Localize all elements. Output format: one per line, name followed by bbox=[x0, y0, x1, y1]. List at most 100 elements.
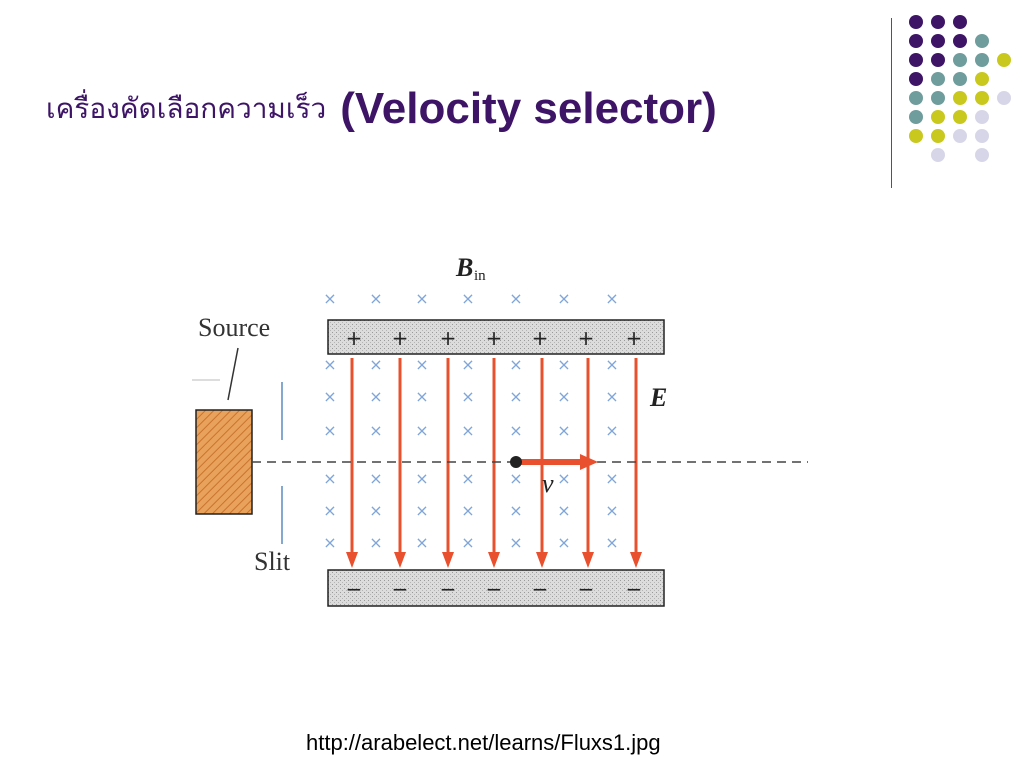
b-field-cross: × bbox=[323, 421, 336, 440]
decor-dot bbox=[975, 129, 989, 143]
b-field-cross: × bbox=[461, 469, 474, 488]
decor-dot bbox=[909, 91, 923, 105]
minus-sign: − bbox=[346, 577, 363, 601]
decor-dot bbox=[909, 53, 923, 67]
slide-title: เครื่องคัดเลือกความเร็ว(Velocity selecto… bbox=[46, 84, 717, 134]
b-field-cross: × bbox=[369, 387, 382, 406]
e-field-arrow-head bbox=[442, 552, 454, 568]
b-field-cross: × bbox=[605, 355, 618, 374]
b-field-cross: × bbox=[323, 387, 336, 406]
b-field-cross: × bbox=[461, 289, 474, 308]
decor-dot bbox=[975, 34, 989, 48]
b-field-cross: × bbox=[605, 501, 618, 520]
decor-dot bbox=[975, 148, 989, 162]
decor-dot bbox=[975, 53, 989, 67]
decor-dot bbox=[975, 91, 989, 105]
b-field-cross: × bbox=[605, 533, 618, 552]
plus-sign: + bbox=[626, 326, 643, 350]
minus-sign: − bbox=[578, 577, 595, 601]
decor-dot bbox=[953, 72, 967, 86]
decor-dot bbox=[909, 72, 923, 86]
electric-field-label: E bbox=[649, 383, 667, 412]
b-field-cross: × bbox=[323, 289, 336, 308]
decor-dot bbox=[975, 110, 989, 124]
b-field-cross: × bbox=[605, 289, 618, 308]
positive-plate bbox=[327, 319, 665, 355]
source-pointer-line bbox=[227, 347, 239, 401]
b-field-cross: × bbox=[369, 289, 382, 308]
decor-dot bbox=[931, 91, 945, 105]
plus-sign: + bbox=[392, 326, 409, 350]
plus-sign: + bbox=[578, 326, 595, 350]
minus-sign: − bbox=[440, 577, 457, 601]
decor-dot bbox=[953, 34, 967, 48]
decorative-dot-grid bbox=[909, 15, 1011, 162]
decor-dot bbox=[997, 91, 1011, 105]
b-field-cross: × bbox=[323, 533, 336, 552]
decor-dot bbox=[931, 148, 945, 162]
e-field-arrow-head bbox=[630, 552, 642, 568]
b-field-cross: × bbox=[415, 533, 428, 552]
decor-dot bbox=[953, 15, 967, 29]
b-field-cross: × bbox=[415, 387, 428, 406]
b-field-cross: × bbox=[461, 533, 474, 552]
b-field-cross: × bbox=[415, 355, 428, 374]
image-source-url: http://arabelect.net/learns/Fluxs1.jpg bbox=[306, 730, 661, 755]
decor-dot bbox=[931, 72, 945, 86]
b-field-cross: × bbox=[369, 355, 382, 374]
decor-dot bbox=[931, 34, 945, 48]
decor-dot bbox=[909, 129, 923, 143]
decor-dot bbox=[931, 110, 945, 124]
b-field-cross: × bbox=[557, 355, 570, 374]
e-field-arrow-head bbox=[488, 552, 500, 568]
b-field-cross: × bbox=[369, 469, 382, 488]
e-field-arrow-head bbox=[582, 552, 594, 568]
decor-dot bbox=[931, 53, 945, 67]
magnetic-field-subscript: in bbox=[474, 268, 486, 284]
minus-sign: − bbox=[626, 577, 643, 601]
b-field-cross: × bbox=[461, 387, 474, 406]
decor-dot bbox=[909, 34, 923, 48]
b-field-cross: × bbox=[461, 421, 474, 440]
negative-plate bbox=[327, 569, 665, 607]
b-field-cross: × bbox=[323, 469, 336, 488]
magnetic-field-crosses: ××××××××××××××××××××××××××××××××××××××××… bbox=[323, 289, 618, 552]
plate-plus-signs: + + + + + + + bbox=[346, 326, 643, 350]
source-label: Source bbox=[198, 313, 270, 342]
b-field-cross: × bbox=[461, 501, 474, 520]
slit-label: Slit bbox=[254, 547, 291, 576]
b-field-cross: × bbox=[509, 501, 522, 520]
b-field-cross: × bbox=[369, 421, 382, 440]
decor-dot bbox=[931, 15, 945, 29]
minus-sign: − bbox=[532, 577, 549, 601]
decor-dot bbox=[953, 129, 967, 143]
minus-sign: − bbox=[486, 577, 503, 601]
b-field-cross: × bbox=[557, 469, 570, 488]
b-field-cross: × bbox=[557, 289, 570, 308]
b-field-cross: × bbox=[509, 355, 522, 374]
e-field-arrow-head bbox=[346, 552, 358, 568]
decor-dot bbox=[909, 110, 923, 124]
b-field-cross: × bbox=[415, 289, 428, 308]
plate-minus-signs: −−−−−−− bbox=[346, 577, 643, 601]
slide-title-english: (Velocity selector) bbox=[340, 84, 717, 133]
b-field-cross: × bbox=[509, 421, 522, 440]
particle-source-box bbox=[195, 409, 253, 515]
b-field-cross: × bbox=[369, 533, 382, 552]
b-field-cross: × bbox=[509, 387, 522, 406]
plus-sign: + bbox=[532, 326, 549, 350]
decor-dot bbox=[975, 72, 989, 86]
plus-sign: + bbox=[486, 326, 503, 350]
e-field-arrow-head bbox=[536, 552, 548, 568]
plus-sign: + bbox=[346, 326, 363, 350]
b-field-cross: × bbox=[323, 355, 336, 374]
velocity-label: v bbox=[542, 469, 554, 498]
decor-dot bbox=[953, 53, 967, 67]
decor-dot bbox=[953, 110, 967, 124]
title-divider-line bbox=[891, 18, 892, 188]
plus-sign: + bbox=[440, 326, 457, 350]
velocity-arrow-head bbox=[580, 454, 598, 470]
b-field-cross: × bbox=[605, 469, 618, 488]
b-field-cross: × bbox=[323, 501, 336, 520]
b-field-cross: × bbox=[509, 289, 522, 308]
